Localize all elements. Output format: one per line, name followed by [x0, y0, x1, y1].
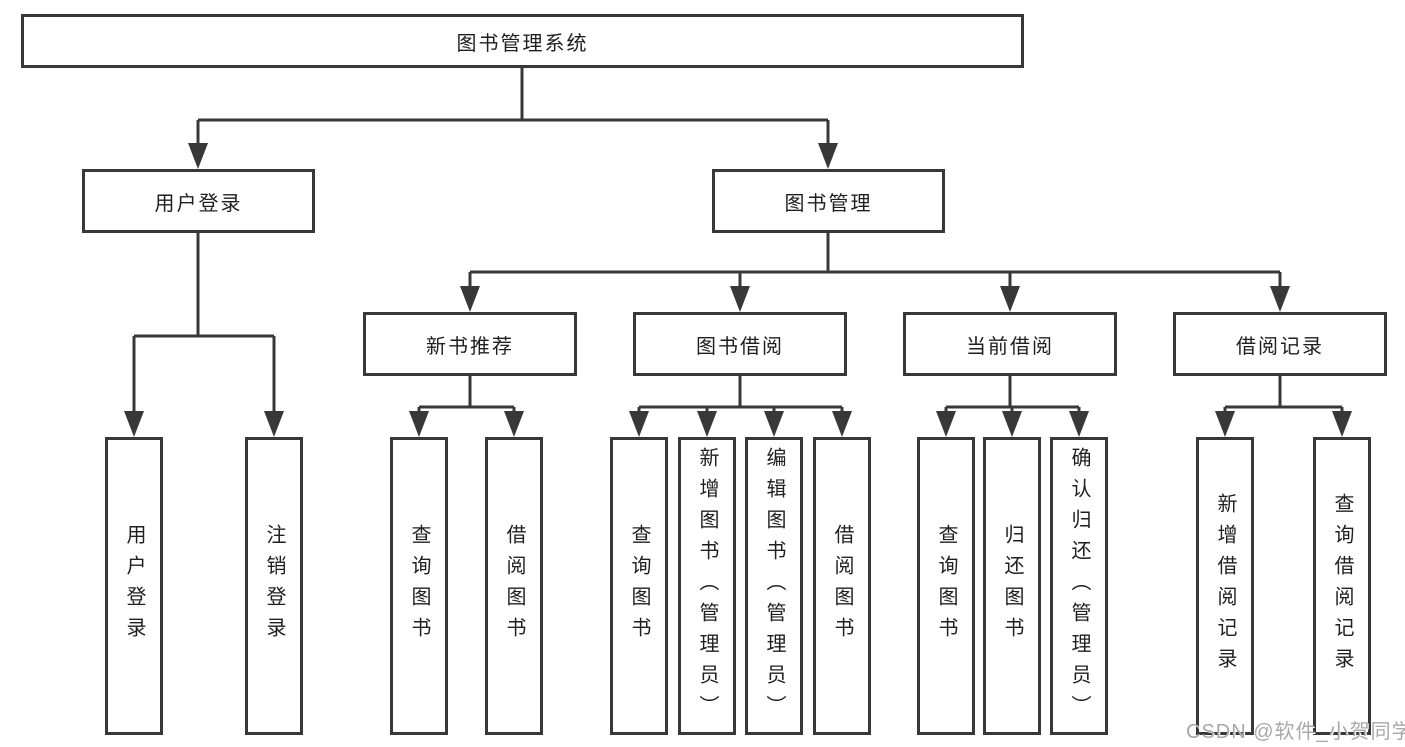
- leaf-edit-books-admin: 编辑图书（管理员）: [745, 437, 803, 735]
- node-label: 用户登录: [154, 192, 243, 215]
- node-user-login: 用户登录: [82, 169, 315, 233]
- leaf-query-books-borrow: 查询图书: [610, 437, 668, 735]
- node-label: 编辑图书（管理员）: [763, 446, 785, 726]
- node-label: 借阅图书: [503, 524, 525, 648]
- node-label: 查询图书: [935, 524, 957, 648]
- leaf-return-books: 归还图书: [983, 437, 1041, 735]
- leaf-add-borrow-record: 新增借阅记录: [1196, 437, 1254, 735]
- node-label: 图书管理: [784, 192, 873, 215]
- leaf-borrow-books-recommend: 借阅图书: [485, 437, 543, 735]
- node-borrow-records: 借阅记录: [1173, 312, 1387, 376]
- node-label: 图书管理系统: [456, 32, 589, 55]
- node-label: 归还图书: [1001, 524, 1023, 648]
- leaf-logout: 注销登录: [245, 437, 303, 735]
- node-label: 查询图书: [408, 524, 430, 648]
- node-label: 新增借阅记录: [1214, 493, 1236, 679]
- arrowheads: [124, 143, 1352, 437]
- node-book-borrow: 图书借阅: [633, 312, 847, 376]
- leaf-query-books-recommend: 查询图书: [390, 437, 448, 735]
- node-label: 查询借阅记录: [1331, 493, 1353, 679]
- node-label: 借阅图书: [831, 524, 853, 648]
- node-label: 新增图书（管理员）: [696, 446, 718, 726]
- node-label: 用户登录: [123, 524, 145, 648]
- node-book-management: 图书管理: [712, 169, 945, 233]
- leaf-query-borrow-record: 查询借阅记录: [1313, 437, 1371, 735]
- node-label: 确认归还（管理员）: [1068, 446, 1090, 726]
- node-label: 查询图书: [628, 524, 650, 648]
- node-label: 当前借阅: [966, 335, 1054, 358]
- leaf-query-books-current: 查询图书: [917, 437, 975, 735]
- leaf-user-login: 用户登录: [105, 437, 163, 735]
- leaf-add-books-admin: 新增图书（管理员）: [678, 437, 736, 735]
- leaf-borrow-books: 借阅图书: [813, 437, 871, 735]
- leaf-confirm-return-admin: 确认归还（管理员）: [1050, 437, 1108, 735]
- csdn-watermark: CSDN @软件_小贺同学: [1186, 721, 1405, 743]
- node-current-borrow: 当前借阅: [903, 312, 1117, 376]
- node-label: 新书推荐: [426, 335, 514, 358]
- node-new-book-recommend: 新书推荐: [363, 312, 577, 376]
- node-root-system: 图书管理系统: [21, 14, 1024, 68]
- node-label: 借阅记录: [1236, 335, 1324, 358]
- node-label: 注销登录: [263, 524, 285, 648]
- node-label: 图书借阅: [696, 335, 784, 358]
